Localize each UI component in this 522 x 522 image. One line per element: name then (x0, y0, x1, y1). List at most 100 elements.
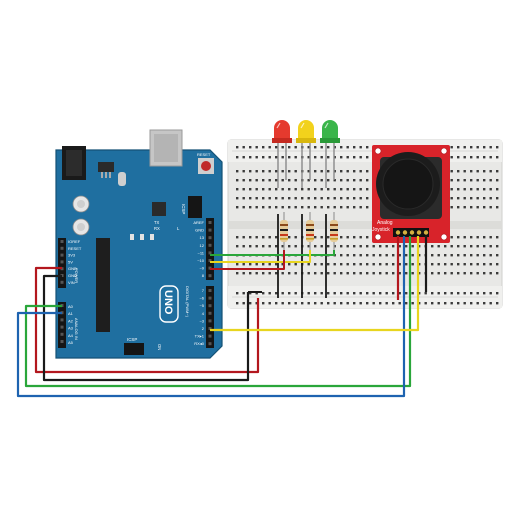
bb-hole (359, 170, 362, 173)
bb-hole (294, 272, 297, 275)
bb-hole (249, 206, 252, 209)
bb-hole (457, 302, 460, 305)
bb-hole (379, 254, 382, 257)
joystick-label-line2: Joystick (372, 227, 390, 233)
bb-hole (450, 302, 453, 305)
bb-hole (476, 197, 479, 200)
bb-hole (346, 179, 349, 182)
bb-hole (314, 188, 317, 191)
bb-hole (242, 156, 245, 159)
pin-label: 3V3 (68, 253, 76, 258)
bb-hole (457, 156, 460, 159)
bb-hole (496, 170, 499, 173)
bb-hole (255, 302, 258, 305)
bb-hole (450, 146, 453, 149)
bb-hole (359, 146, 362, 149)
bb-hole (249, 292, 252, 295)
reset-button[interactable] (201, 161, 211, 171)
bb-hole (288, 197, 291, 200)
bb-hole (366, 263, 369, 266)
bb-hole (268, 272, 271, 275)
bb-hole (249, 197, 252, 200)
bb-hole (307, 188, 310, 191)
bb-hole (281, 206, 284, 209)
bb-hole (281, 188, 284, 191)
bb-hole (327, 188, 330, 191)
pin-label: 12 (200, 243, 205, 248)
pin-label: A0 (68, 304, 74, 309)
bb-hole (372, 245, 375, 248)
bb-hole (359, 272, 362, 275)
bb-hole (476, 272, 479, 275)
bb-hole (307, 179, 310, 182)
bb-hole (457, 179, 460, 182)
bb-hole (288, 170, 291, 173)
pin-label: VIN (68, 280, 75, 285)
bb-hole (431, 254, 434, 257)
bb-hole (333, 170, 336, 173)
bb-hole (307, 263, 310, 266)
bb-hole (489, 263, 492, 266)
bb-hole (476, 245, 479, 248)
bb-hole (314, 206, 317, 209)
bb-hole (496, 188, 499, 191)
usb-chip (152, 202, 166, 216)
bb-hole (314, 179, 317, 182)
bb-hole (372, 272, 375, 275)
bb-hole (255, 146, 258, 149)
bb-hole (288, 292, 291, 295)
header-pin (208, 228, 212, 232)
bb-hole (236, 272, 239, 275)
bb-hole (470, 263, 473, 266)
bb-hole (242, 272, 245, 275)
bb-hole (450, 236, 453, 239)
bb-hole (366, 206, 369, 209)
bb-hole (242, 292, 245, 295)
bb-hole (288, 263, 291, 266)
bb-hole (320, 146, 323, 149)
bb-hole (489, 197, 492, 200)
bb-hole (236, 263, 239, 266)
bb-hole (340, 263, 343, 266)
bb-hole (262, 188, 265, 191)
bb-hole (398, 272, 401, 275)
bb-hole (366, 197, 369, 200)
bb-hole (450, 188, 453, 191)
bb-hole (255, 197, 258, 200)
bb-hole (359, 206, 362, 209)
bb-hole (411, 272, 414, 275)
bb-hole (463, 254, 466, 257)
bb-hole (307, 245, 310, 248)
bb-hole (333, 197, 336, 200)
bb-hole (444, 254, 447, 257)
bb-hole (320, 272, 323, 275)
bb-hole (275, 236, 278, 239)
bb-hole (320, 245, 323, 248)
bb-hole (333, 272, 336, 275)
bb-hole (255, 156, 258, 159)
bb-hole (294, 245, 297, 248)
bb-hole (275, 156, 278, 159)
pin-label: GND (68, 273, 77, 278)
pin-label: ~10 (197, 258, 205, 263)
bb-hole (463, 197, 466, 200)
bb-hole (242, 170, 245, 173)
bb-hole (353, 236, 356, 239)
bb-hole (470, 272, 473, 275)
bb-hole (392, 245, 395, 248)
bb-hole (346, 146, 349, 149)
bb-hole (327, 272, 330, 275)
bb-hole (262, 263, 265, 266)
bb-hole (476, 179, 479, 182)
bb-hole (353, 206, 356, 209)
bb-hole (255, 179, 258, 182)
bb-hole (359, 156, 362, 159)
bb-hole (476, 263, 479, 266)
bb-hole (346, 197, 349, 200)
bb-hole (353, 170, 356, 173)
bb-hole (366, 245, 369, 248)
bb-hole (340, 245, 343, 248)
bb-hole (242, 188, 245, 191)
bb-hole (294, 197, 297, 200)
